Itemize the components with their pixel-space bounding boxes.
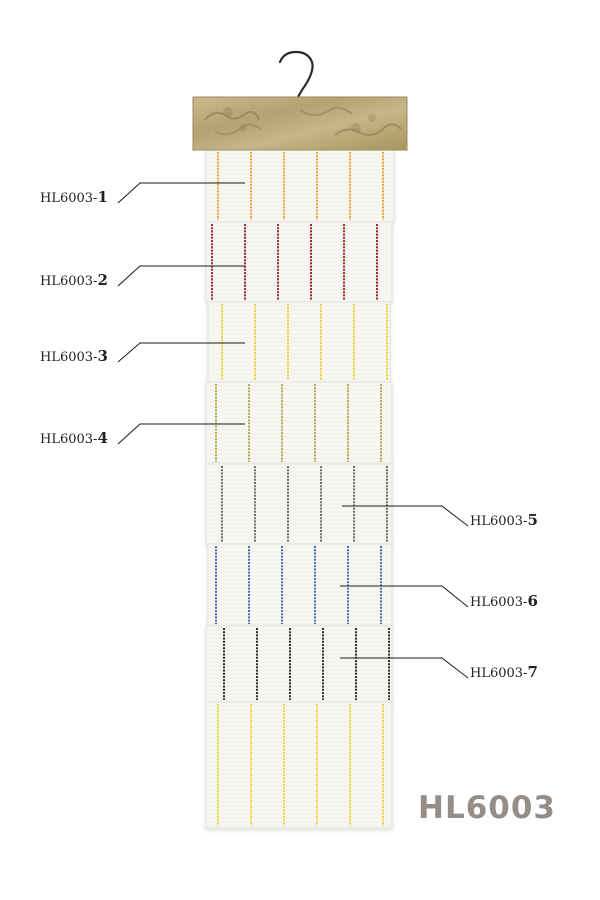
swatch-fabric [207, 543, 393, 627]
fabric-swatch-2 [205, 221, 393, 303]
fabric-swatch-stack [205, 149, 395, 829]
hanger-hook-icon [278, 50, 314, 99]
fabric-swatch-4 [205, 381, 393, 465]
leader-line-4 [117, 423, 245, 445]
fabric-swatch-5 [205, 463, 393, 545]
swatch-label-3: HL6003-3 [40, 347, 108, 365]
swatch-label-1: HL6003-1 [40, 188, 108, 206]
leader-line-3 [117, 342, 245, 363]
brand-code: HL6003 [418, 790, 556, 826]
swatch-label-2: HL6003-2 [40, 271, 108, 289]
swatch-fabric [205, 625, 393, 703]
swatch-label-4: HL6003-4 [40, 429, 108, 447]
leader-line-5 [342, 505, 469, 527]
fabric-swatch-3 [207, 301, 391, 383]
fabric-swatch-7 [205, 625, 393, 703]
leader-line-1 [117, 182, 245, 204]
fabric-swatch-6 [207, 543, 393, 627]
leader-line-2 [117, 265, 245, 287]
leader-line-6 [340, 585, 469, 608]
swatch-label-7: HL6003-7 [470, 663, 538, 681]
hanger-header [192, 96, 408, 151]
swatch-fabric [205, 381, 393, 465]
fabric-swatch-8 [205, 701, 393, 829]
leader-lines [117, 182, 469, 679]
fabric-swatch-1 [205, 149, 395, 223]
leader-line-7 [340, 657, 469, 679]
swatch-label-6: HL6003-6 [470, 592, 538, 610]
swatch-label-5: HL6003-5 [470, 511, 538, 529]
swatch-fabric [205, 701, 393, 829]
